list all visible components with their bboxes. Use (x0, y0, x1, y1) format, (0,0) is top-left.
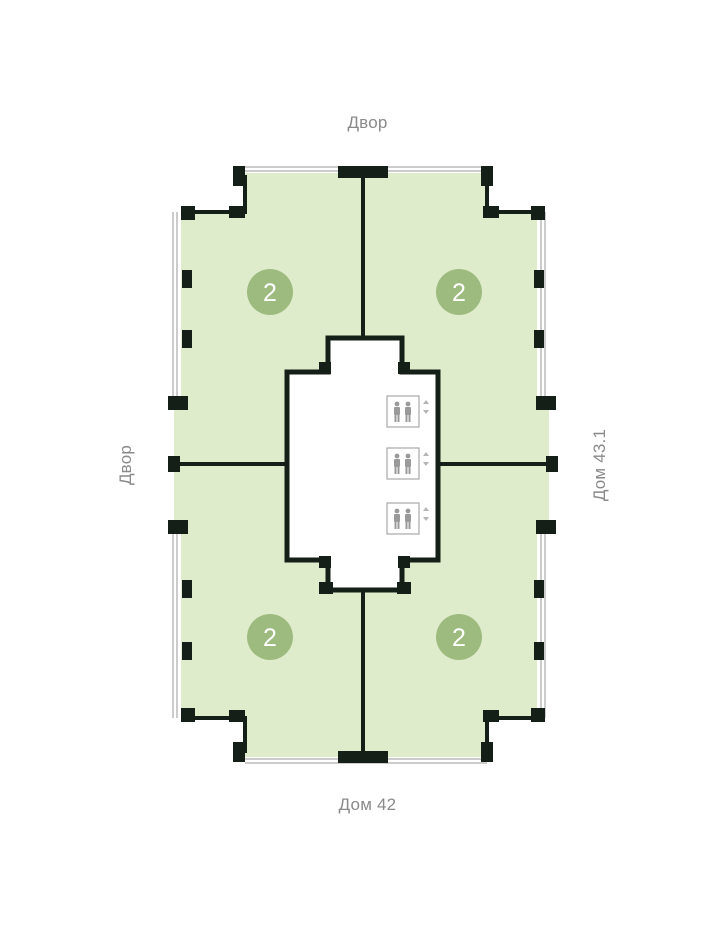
apartment-badge-top-right[interactable]: 2 (436, 269, 482, 315)
label-courtyard-top: Двор (347, 113, 388, 132)
label-building-43-1: Дом 43.1 (590, 428, 609, 502)
apartment-badge-bottom-left[interactable]: 2 (247, 614, 293, 660)
columns (168, 166, 558, 763)
apartment-badge-bottom-right[interactable]: 2 (436, 614, 482, 660)
label-building-42: Дом 42 (338, 795, 397, 814)
apartment-room-count: 2 (263, 624, 277, 652)
window-frames (172, 166, 546, 764)
label-courtyard-left: Двор (116, 444, 135, 486)
apartment-room-count: 2 (452, 279, 466, 307)
apartment-badge-top-left[interactable]: 2 (247, 269, 293, 315)
apartment-room-count: 2 (452, 624, 466, 652)
apartment-room-count: 2 (263, 279, 277, 307)
